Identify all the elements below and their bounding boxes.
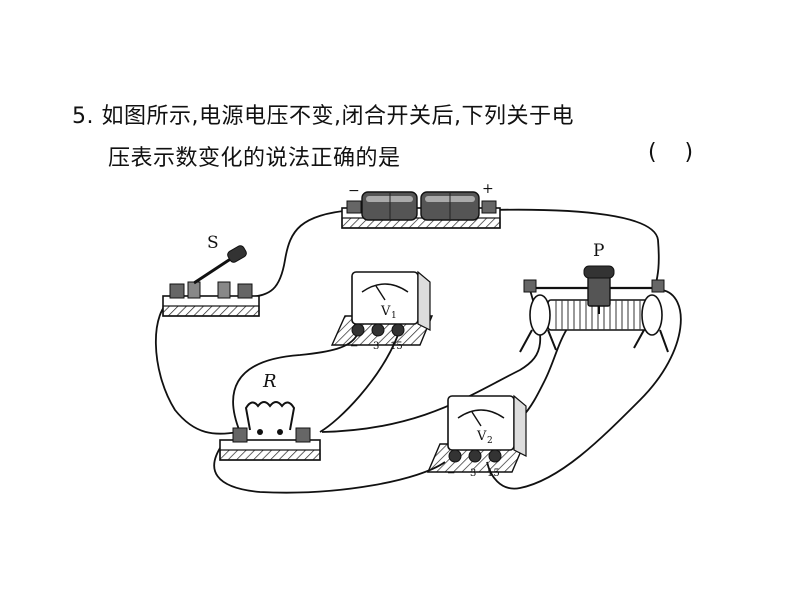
voltmeter-v1: V 1 − 3 15: [330, 270, 434, 352]
battery-plus-label: +: [482, 181, 494, 197]
slider-label: P: [593, 241, 604, 261]
v1-term-3: 3: [373, 341, 379, 352]
resistor: R: [219, 371, 321, 461]
wire-v1-resistor: [319, 334, 399, 433]
wire-battery-switch: [249, 209, 353, 298]
rheostat: P: [519, 241, 669, 353]
wire-rheostat-v2: [486, 289, 682, 490]
wire-resistor-v1minus: [232, 334, 358, 433]
v2-term-15: 15: [487, 468, 500, 479]
switch: S: [162, 233, 260, 317]
v1-term-minus: −: [350, 341, 358, 352]
battery-minus-label: −: [348, 183, 360, 199]
question-text-1: 如图所示,电源电压不变,闭合开关后,下列关于电: [101, 104, 574, 129]
v2-label: V: [476, 429, 487, 444]
v2-subscript: 2: [487, 436, 493, 446]
voltmeter-v2: V 2 − 3 15: [426, 394, 527, 479]
v1-term-15: 15: [390, 341, 403, 352]
question-text-2: 压表示数变化的说法正确的是: [108, 146, 401, 171]
wire-resistor-v2: [213, 444, 446, 494]
resistor-label: R: [262, 371, 277, 392]
v2-term-3: 3: [470, 468, 476, 479]
v1-label: V: [380, 304, 391, 319]
battery: − +: [341, 181, 501, 229]
v1-subscript: 1: [391, 311, 397, 321]
v2-term-minus: −: [447, 468, 455, 479]
wire-battery-rheostat: [489, 208, 660, 289]
question-line-1: 5. 如图所示,电源电压不变,闭合开关后,下列关于电: [72, 98, 574, 130]
question-number: 5.: [72, 104, 94, 129]
switch-label: S: [207, 233, 219, 253]
answer-parentheses: ( ): [648, 140, 694, 165]
wire-switch-resistor: [154, 299, 239, 435]
